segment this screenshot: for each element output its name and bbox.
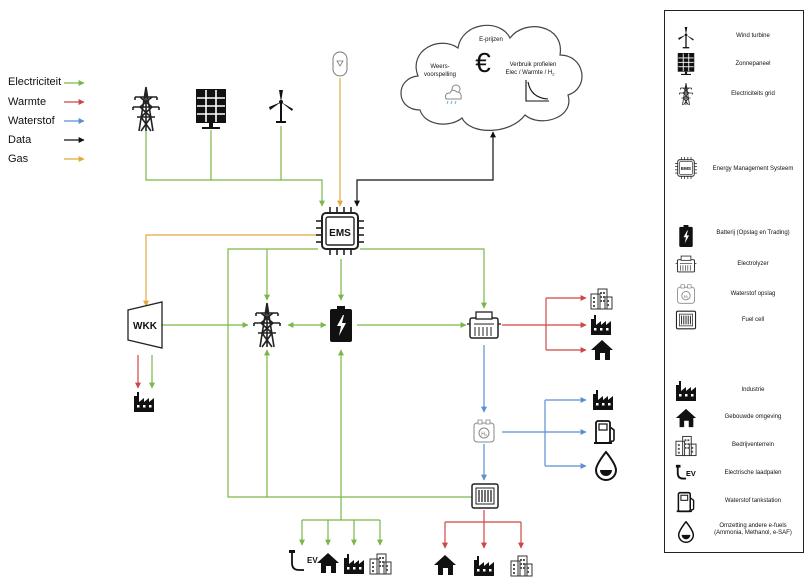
heat-house-icon (591, 340, 613, 360)
office-buildings-icon (675, 435, 697, 457)
wkk-unit: WKK (127, 301, 163, 349)
weather-icon (445, 84, 462, 105)
fuel-cell-icon (471, 483, 499, 509)
verbruik-label-2: Elec / Warmte / H2 (505, 70, 555, 77)
gas-lines (143, 78, 343, 307)
legend-arrows (64, 80, 85, 162)
heat-lines (135, 295, 587, 549)
key-label: Gebouwde omgeving (724, 414, 782, 420)
weer-label-2: voorspelling (424, 72, 456, 78)
external-data-cloud: E-prijzen € Weers- voorspelling Verbruik… (400, 24, 583, 131)
hydrogen-lines (481, 345, 587, 481)
legend-gas: Gas (8, 153, 28, 165)
heat-factory-icon (591, 315, 611, 335)
key-label: Energy Management Systeem (712, 166, 794, 172)
heat-office-icon (590, 288, 613, 310)
h2-factory-icon (593, 390, 613, 410)
key-label: Zonnepaneel (735, 61, 771, 67)
key-label: Electrische laadpalen (724, 470, 782, 476)
eprijzen-label: E-prijzen (479, 37, 503, 43)
hydrogen-storage-icon (473, 419, 495, 443)
ev-charger-icon: EV (289, 550, 318, 571)
ev-charger-icon: EV (675, 464, 696, 480)
wind-turbine-icon (268, 89, 294, 124)
fuel-cell-icon (675, 310, 697, 330)
grid-pylon-icon (132, 86, 160, 132)
electrolyzer-icon (466, 311, 502, 339)
elec-office-icon (369, 553, 392, 575)
battery-icon (679, 225, 693, 247)
wkk-factory-icon (134, 392, 154, 412)
key-label: Waterstof opslag (730, 291, 776, 297)
grid-pylon-center-icon (253, 302, 281, 348)
ems-label: EMS (329, 228, 351, 239)
legend-label: Data (8, 134, 32, 146)
key-label: Bedrijventerrein (731, 442, 775, 448)
fuel-drop-icon (677, 521, 695, 543)
key-label: Electrolyzer (737, 261, 769, 267)
euro-icon: € (475, 47, 491, 78)
key-label: Fuel cell (741, 317, 765, 323)
elec-factory-icon (344, 554, 364, 574)
icon-key-panel: Wind turbine Zonnepaneel Electriciteits … (664, 10, 804, 553)
factory-icon (676, 381, 696, 401)
legend-label: Waterstof (8, 115, 55, 127)
svg-text:EMS: EMS (681, 166, 691, 171)
legend-label: Electriciteit (8, 76, 62, 88)
legend-label: Gas (8, 153, 29, 165)
h2-fuel-station-icon (593, 420, 615, 445)
ems-chip-icon: EMS (675, 157, 697, 179)
key-label: Electriciteits grid (731, 91, 775, 97)
key-label: Omzetting andere e-fuels (Ammonia, Metha… (714, 523, 792, 536)
h2-efuel-drop-icon (595, 451, 617, 481)
solar-panel-icon (195, 88, 227, 130)
svg-text:EV: EV (686, 469, 696, 478)
power-pylon-icon (679, 83, 693, 105)
hydrogen-storage-icon (677, 284, 695, 304)
fc-office-icon (510, 555, 533, 577)
house-icon (675, 408, 697, 428)
verbruik-label-1: Verbruik profielen (510, 62, 557, 68)
key-label: Industrie (741, 387, 765, 393)
key-label: Wind turbine (736, 33, 770, 39)
fuel-station-icon (675, 491, 695, 513)
fc-factory-icon (474, 556, 494, 576)
electrolyzer-icon (675, 255, 697, 273)
legend-data: Data (8, 134, 31, 146)
battery-icon (330, 306, 352, 342)
electricity-lines (145, 126, 487, 546)
wkk-label: WKK (133, 321, 158, 332)
fc-house-icon (434, 555, 456, 575)
ev-label: EV (307, 556, 318, 565)
ems-chip: EMS (315, 206, 365, 256)
elec-house-icon (317, 553, 339, 573)
legend-waterstof: Waterstof (8, 115, 55, 127)
legend-warmte: Warmte (8, 96, 46, 108)
consumption-graph-icon (525, 80, 549, 102)
gas-meter-icon (332, 51, 348, 77)
weer-label-1: Weers- (430, 64, 449, 70)
solar-panel-icon (677, 53, 695, 75)
legend-electriciteit: Electriciteit (8, 76, 61, 88)
key-label: Batterij (Opslag en Trading) (716, 230, 790, 236)
legend-label: Warmte (8, 96, 47, 108)
wind-turbine-icon (677, 27, 695, 49)
key-label: Waterstof tankstation (724, 498, 782, 504)
data-lines (354, 131, 496, 207)
